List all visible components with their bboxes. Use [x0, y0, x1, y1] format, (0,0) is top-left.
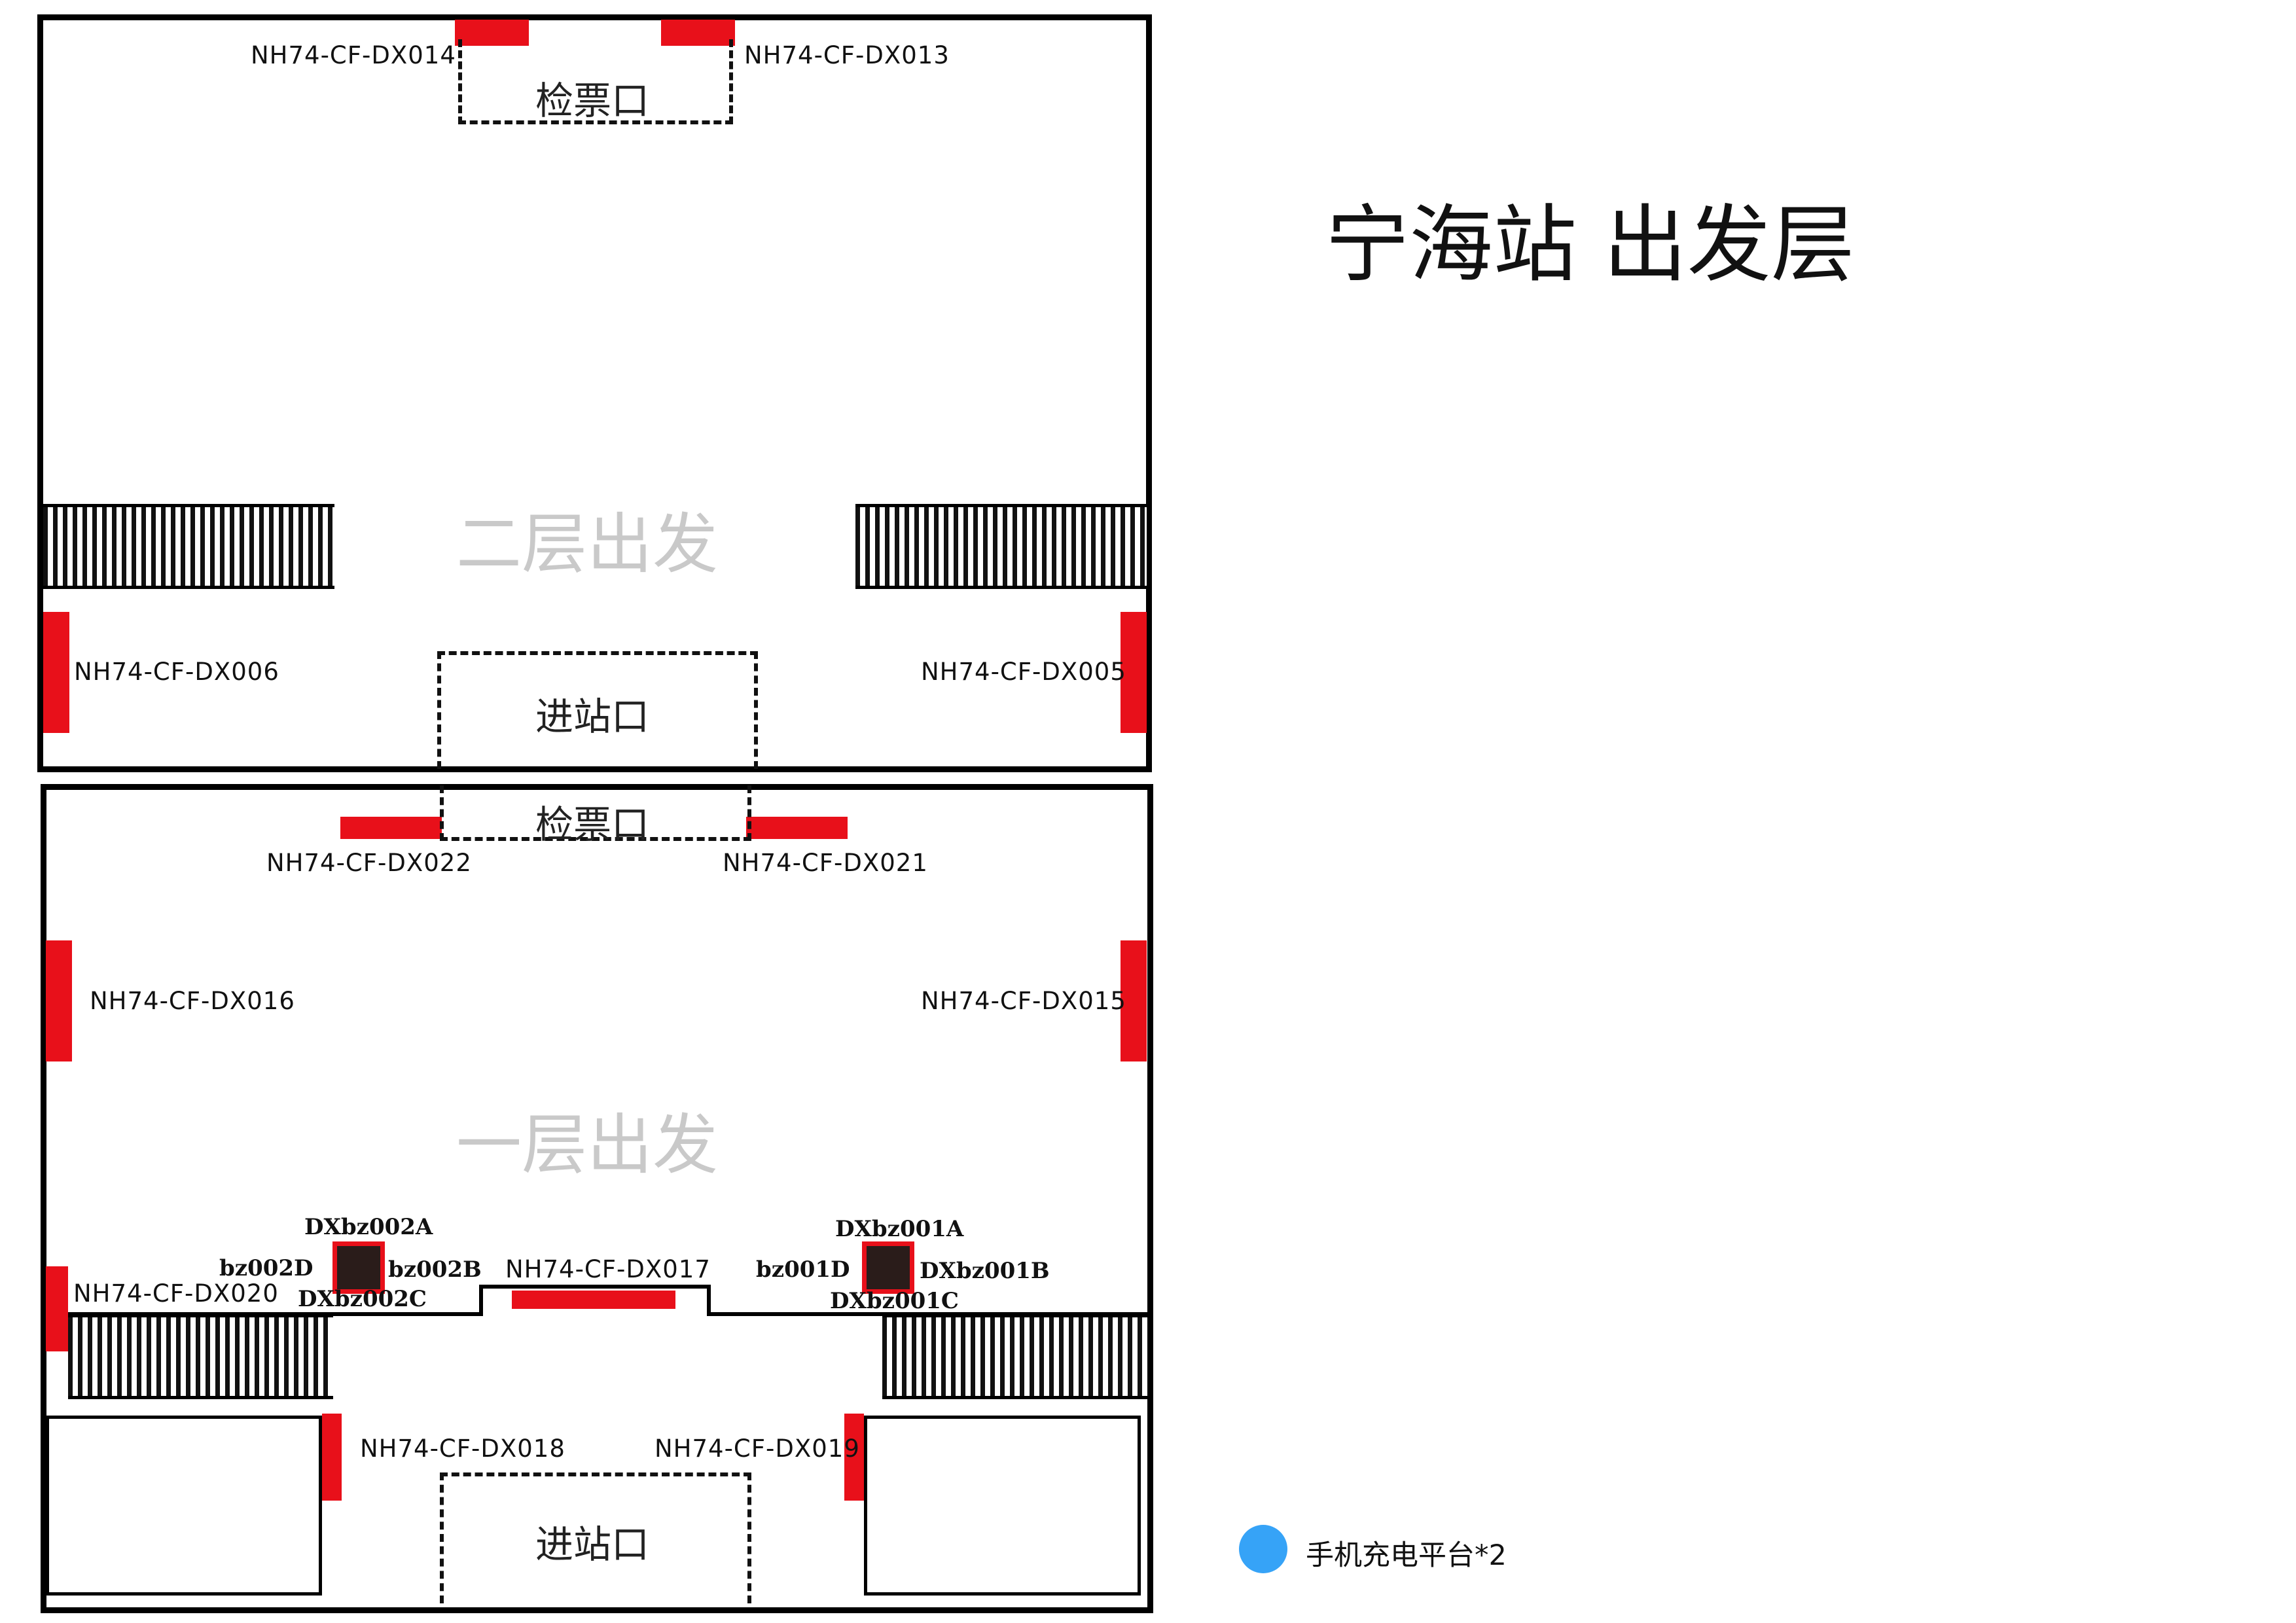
label-dx017: NH74-CF-DX017 [505, 1255, 711, 1283]
marker-dx020[interactable] [46, 1266, 68, 1351]
node1-box[interactable] [862, 1241, 914, 1294]
label-dx021: NH74-CF-DX021 [723, 849, 928, 877]
label-dx013: NH74-CF-DX013 [744, 41, 950, 69]
marker-dx014[interactable] [455, 20, 529, 46]
label-dx006: NH74-CF-DX006 [74, 658, 279, 686]
label-dx019: NH74-CF-DX019 [655, 1435, 860, 1463]
floor2-stairs-left [43, 504, 334, 589]
marker-dx022[interactable] [340, 817, 442, 839]
floor1-stairs-left [68, 1314, 333, 1399]
floor1-ticket-gate [440, 785, 751, 841]
marker-dx016[interactable] [46, 940, 72, 1061]
label-dx016: NH74-CF-DX016 [90, 987, 295, 1015]
marker-dx019[interactable] [844, 1414, 864, 1501]
floor2-ticket-gate [458, 39, 733, 124]
page-title: 宁海站 出发层 [1325, 196, 1855, 294]
label-dx015: NH74-CF-DX015 [921, 987, 1126, 1015]
floor2-entrance-label: 进站口 [535, 694, 650, 739]
node1-label-b: DXbz001B [920, 1258, 1050, 1284]
floor2-entrance [437, 651, 758, 769]
label-dx018: NH74-CF-DX018 [360, 1435, 565, 1463]
node2-label-d: bz002D [219, 1255, 314, 1281]
floor1-stairs-right [882, 1314, 1147, 1399]
floor1-entrance [440, 1472, 751, 1603]
floor2-stairs-right [855, 504, 1147, 589]
floor1-outline [41, 784, 1153, 1613]
floor1-room-right [864, 1416, 1141, 1596]
label-dx014: NH74-CF-DX014 [251, 41, 456, 69]
marker-dx005[interactable] [1121, 612, 1147, 733]
node1-label-a: DXbz001A [835, 1216, 964, 1242]
floor2-name: 二层出发 [456, 506, 718, 582]
label-dx020: NH74-CF-DX020 [73, 1279, 279, 1308]
floor1-room-left [46, 1416, 322, 1596]
label-dx022: NH74-CF-DX022 [266, 849, 472, 877]
marker-dx021[interactable] [746, 817, 848, 839]
label-dx005: NH74-CF-DX005 [921, 658, 1126, 686]
marker-dx017[interactable] [512, 1291, 675, 1309]
floor1-ticket-gate-label: 检票口 [535, 802, 650, 847]
node1-label-d: bz001D [756, 1257, 850, 1283]
legend-label: 手机充电平台*2 [1306, 1539, 1507, 1572]
floor2-outline [37, 14, 1152, 772]
node2-label-a: DXbz002A [304, 1214, 433, 1240]
legend-dot-icon [1239, 1525, 1287, 1573]
marker-dx006[interactable] [43, 612, 69, 733]
floor1-name: 一层出发 [456, 1107, 718, 1183]
floor1-partition-step-right [707, 1285, 711, 1316]
node2-label-b: bz002B [388, 1257, 482, 1283]
node2-label-c: DXbz002C [298, 1286, 427, 1312]
floor1-partition-mid [479, 1285, 709, 1289]
node1-label-c: DXbz001C [830, 1288, 959, 1314]
marker-dx013[interactable] [661, 20, 735, 46]
node2-box[interactable] [332, 1241, 385, 1294]
floor1-partition-step-left [479, 1285, 483, 1316]
marker-dx018[interactable] [322, 1414, 342, 1501]
floor1-entrance-label: 进站口 [535, 1522, 650, 1567]
marker-dx015[interactable] [1121, 940, 1147, 1061]
floor2-ticket-gate-label: 检票口 [535, 79, 650, 123]
